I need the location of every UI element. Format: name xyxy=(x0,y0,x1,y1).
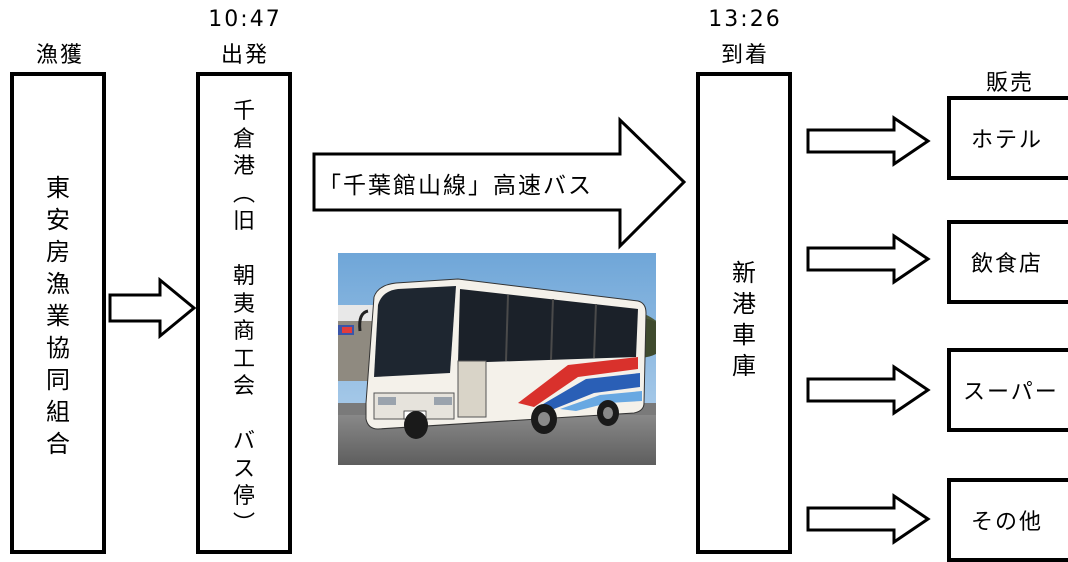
header-sales: 販売 xyxy=(985,71,1034,96)
port-label: 千 倉 港 ︵ 旧 朝 夷 商 工 会 バ ス 停 ︶ xyxy=(232,99,255,537)
header-arrive: 到着 xyxy=(720,43,769,68)
bus-route-arrow xyxy=(312,116,687,250)
dest-other-box: その他 xyxy=(947,478,1068,562)
cooperative-label: 東 安 房 漁 業 協 同 組 合 xyxy=(46,174,70,458)
header-depart: 出発 xyxy=(220,43,269,68)
header-depart-time: 10:47 xyxy=(208,7,282,32)
garage-box: 新 港 車 庫 xyxy=(696,72,792,554)
dest-restaurant-box: 飲食店 xyxy=(947,220,1068,304)
dest-supermarket-label: スーパー xyxy=(963,380,1059,405)
dest-other-label: その他 xyxy=(970,510,1043,535)
arrow-to-hotel xyxy=(806,115,931,167)
highway-bus-photo xyxy=(338,253,656,465)
dest-restaurant-label: 飲食店 xyxy=(970,252,1043,277)
arrow-to-supermarket xyxy=(806,364,931,416)
header-catch: 漁獲 xyxy=(35,43,84,68)
arrow-coop-to-port xyxy=(108,276,197,340)
bus-route-label: 「千葉館山線」高速バス xyxy=(318,173,593,199)
arrow-to-other xyxy=(806,493,931,545)
cooperative-box: 東 安 房 漁 業 協 同 組 合 xyxy=(10,72,106,554)
arrow-to-restaurant xyxy=(806,233,931,285)
garage-label: 新 港 車 庫 xyxy=(732,259,756,380)
header-arrive-time: 13:26 xyxy=(708,7,782,32)
dest-supermarket-box: スーパー xyxy=(947,348,1068,432)
dest-hotel-label: ホテル xyxy=(970,128,1043,153)
dest-hotel-box: ホテル xyxy=(947,96,1068,180)
port-box: 千 倉 港 ︵ 旧 朝 夷 商 工 会 バ ス 停 ︶ xyxy=(196,72,292,554)
